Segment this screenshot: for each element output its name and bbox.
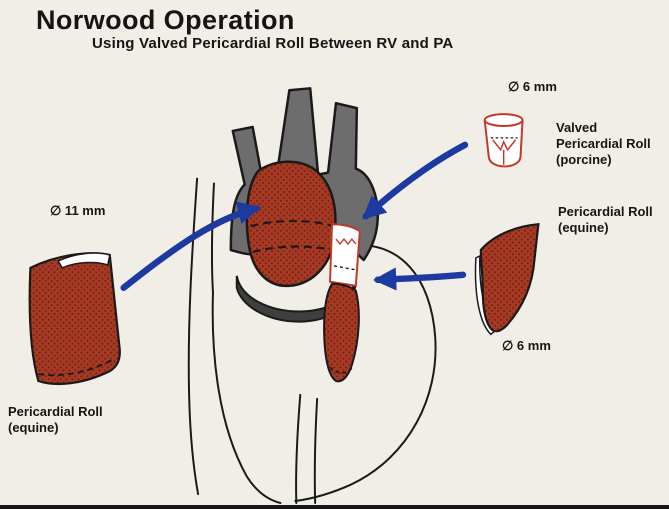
- heart-outline: [187, 177, 437, 505]
- valved-roll-item: [483, 113, 524, 168]
- label-valved-line3: (porcine): [556, 152, 612, 167]
- neo-aorta: [245, 160, 337, 287]
- rv-pa-conduit: [323, 282, 360, 383]
- page-subtitle: Using Valved Pericardial Roll Between RV…: [92, 35, 454, 52]
- arrow-left: [120, 201, 262, 291]
- label-left-roll-line1: Pericardial Roll: [8, 404, 103, 419]
- right-pericardial-roll: [474, 223, 540, 336]
- label-left-roll-line2: (equine): [8, 420, 59, 435]
- label-bottom-right-diameter: ∅ 6 mm: [502, 338, 551, 353]
- label-valved-roll: Valved Pericardial Roll (porcine): [556, 120, 651, 168]
- label-left-diameter: ∅ 11 mm: [50, 203, 106, 218]
- valved-conduit: [329, 223, 361, 287]
- page-title: Norwood Operation: [36, 5, 295, 35]
- label-right-roll: Pericardial Roll (equine): [558, 204, 653, 236]
- label-top-right-diameter: ∅ 6 mm: [508, 79, 557, 94]
- arrow-top-right: [362, 141, 469, 220]
- left-pericardial-roll: [28, 252, 121, 386]
- arrow-right: [373, 267, 467, 291]
- label-right-roll-line1: Pericardial Roll: [558, 204, 653, 219]
- label-valved-line2: Pericardial Roll: [556, 136, 651, 151]
- label-valved-line1: Valved: [556, 120, 598, 135]
- arrows: [120, 141, 469, 291]
- label-right-roll-line2: (equine): [558, 220, 609, 235]
- label-left-roll: Pericardial Roll (equine): [8, 404, 103, 436]
